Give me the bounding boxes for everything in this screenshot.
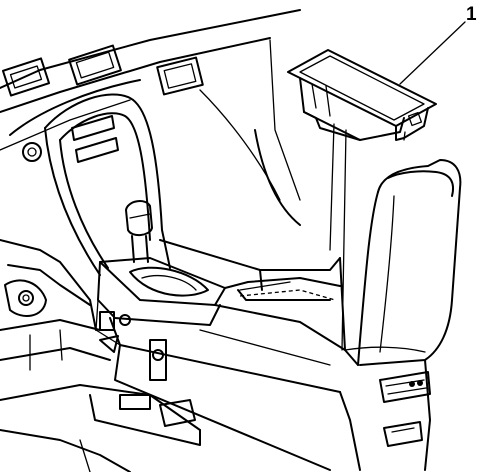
left-vent (1, 57, 51, 97)
armrest-lid (339, 159, 462, 366)
rear-outlet (383, 421, 423, 447)
shift-lever (125, 200, 153, 263)
floor-console (95, 239, 346, 471)
callout-1-leader (399, 21, 466, 85)
instrument-panel (0, 9, 301, 226)
pedal-bracket (0, 239, 201, 472)
center-stack-bezel (44, 93, 171, 276)
rear-vent (379, 371, 431, 403)
console-rear (339, 359, 431, 471)
shifter-boot (97, 257, 226, 326)
install-guide-lines (329, 123, 406, 351)
storage-tray (287, 49, 437, 141)
callout-1-number: 1 (466, 4, 477, 25)
radio-slot (71, 115, 119, 163)
center-vent-left (68, 44, 122, 86)
hazard-knob (22, 142, 42, 162)
callout-1: 1 (399, 4, 477, 85)
center-vent-right (156, 56, 204, 96)
